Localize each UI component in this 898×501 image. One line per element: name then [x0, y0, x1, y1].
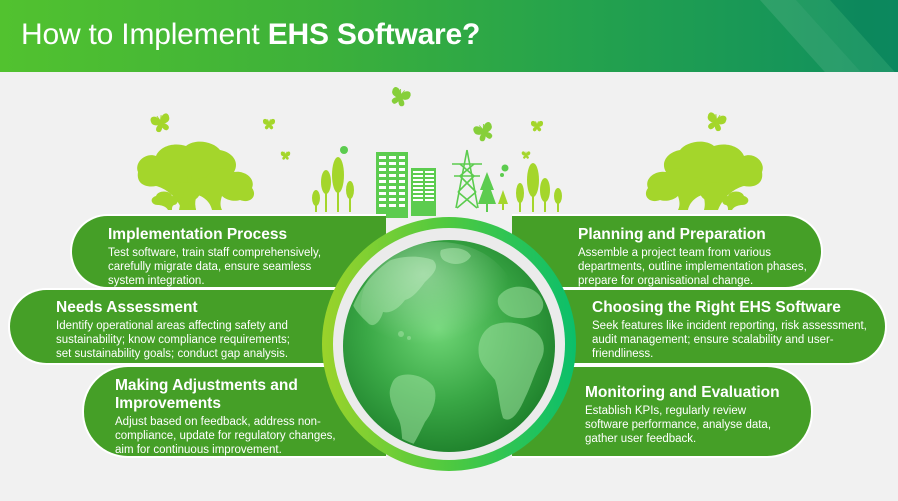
dot-decoration: [501, 164, 509, 172]
pine-tree-icon: [478, 172, 496, 212]
step-title: Implementation Process: [108, 226, 288, 243]
step-description: Seek features like incident reporting, r…: [592, 320, 867, 360]
title-regular: How to Implement: [21, 18, 268, 51]
header-banner: How to Implement EHS Software?: [0, 0, 898, 72]
step-description: Establish KPIs, regularly review softwar…: [585, 405, 772, 445]
step-description: Assemble a project team from various dep…: [578, 247, 807, 287]
title-bold: EHS Software?: [267, 18, 481, 51]
building-icon: [376, 152, 436, 218]
step-description: Test software, train staff comprehensive…: [108, 247, 322, 287]
step-description: Adjust based on feedback, address non-co…: [115, 416, 336, 456]
tree-icon: [516, 163, 562, 212]
butterfly-icon: [149, 111, 728, 160]
butterfly-icon: [388, 86, 496, 144]
step-title: Planning and Preparation: [578, 226, 766, 243]
eco-city-illustration: [137, 86, 763, 218]
tree-icon: [312, 157, 354, 212]
step-planning-preparation: Planning and Preparation Assemble a proj…: [512, 214, 823, 289]
step-description: Identify operational areas affecting saf…: [56, 320, 290, 360]
step-implementation-process: Implementation Process Test software, tr…: [70, 214, 386, 289]
step-title: Making Adjustments and Improvements: [115, 377, 298, 412]
page-title: How to Implement EHS Software?: [21, 16, 480, 54]
step-title: Monitoring and Evaluation: [585, 384, 780, 401]
pine-tree-icon: [498, 190, 508, 210]
step-title: Choosing the Right EHS Software: [592, 299, 841, 316]
tree-icon: [645, 141, 763, 210]
globe-icon: [321, 216, 577, 472]
step-title: Needs Assessment: [56, 299, 198, 316]
tree-icon: [137, 141, 255, 210]
power-pylon-icon: [452, 149, 482, 209]
dot-decoration: [500, 173, 504, 177]
dot-decoration: [340, 146, 348, 154]
